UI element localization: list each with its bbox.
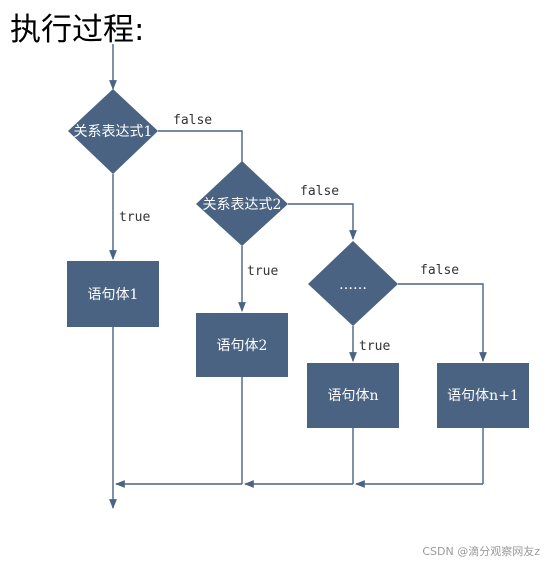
branch-label-true-2: true bbox=[247, 264, 278, 279]
connectors bbox=[109, 44, 487, 509]
watermark: CSDN @滴分观察网友z bbox=[422, 545, 540, 558]
condition-node-2: 关系表达式2 bbox=[196, 161, 288, 246]
statement-node-n: 语句体n bbox=[307, 363, 399, 428]
statement-label-1: 语句体1 bbox=[88, 287, 139, 303]
statement-label-2: 语句体2 bbox=[217, 338, 268, 354]
branch-label-false-2: false bbox=[300, 184, 339, 199]
condition-label-1: 关系表达式1 bbox=[74, 124, 153, 140]
statement-node-n1: 语句体n+1 bbox=[437, 363, 529, 428]
statement-node-1: 语句体1 bbox=[67, 261, 159, 327]
branch-label-true-1: true bbox=[119, 210, 150, 225]
branch-label-false-3: false bbox=[420, 263, 459, 278]
branch-label-false-1: false bbox=[173, 113, 212, 128]
condition-label-2: 关系表达式2 bbox=[203, 197, 282, 213]
page-title: 执行过程: bbox=[10, 12, 145, 48]
statement-node-2: 语句体2 bbox=[196, 313, 288, 377]
cond3-false-arrow bbox=[398, 283, 487, 362]
cond2-false-arrow bbox=[288, 203, 357, 240]
statement-label-n1: 语句体n+1 bbox=[447, 388, 519, 404]
condition-node-3: …… bbox=[308, 241, 398, 326]
condition-label-3: …… bbox=[339, 277, 367, 293]
branch-label-true-3: true bbox=[359, 339, 390, 354]
condition-node-1: 关系表达式1 bbox=[68, 89, 158, 174]
statement-label-n: 语句体n bbox=[327, 388, 378, 404]
